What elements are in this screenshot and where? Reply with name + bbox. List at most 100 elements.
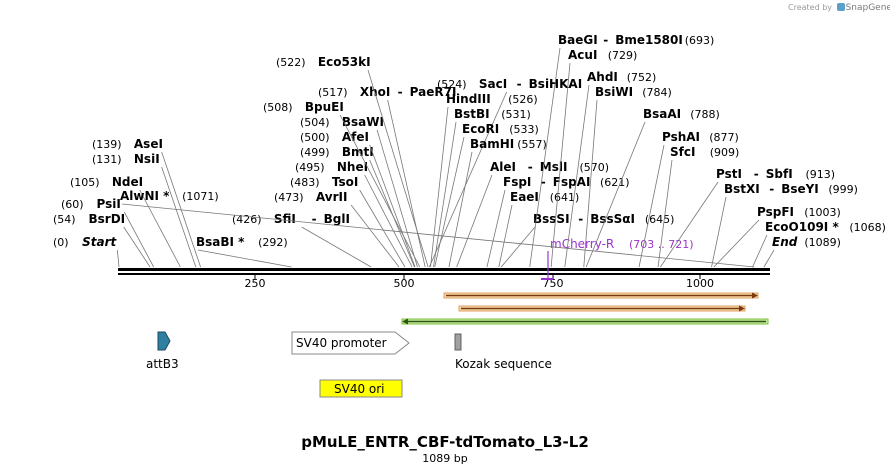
- site-pshai[interactable]: PshAI(877): [638, 130, 739, 268]
- site-position: (913): [806, 168, 836, 181]
- site-baegi[interactable]: BaeGI-Bme1580I(693): [529, 33, 715, 268]
- site-bsssi[interactable]: BssSI-BssSαI(645): [500, 212, 674, 268]
- site-bamhi[interactable]: BamHI(557): [448, 137, 547, 268]
- site-bpuei[interactable]: (508)BpuEI: [263, 100, 421, 268]
- site-bstbi[interactable]: BstBI(531): [433, 107, 531, 268]
- site-sfii[interactable]: (426)SfiI-BglI: [232, 212, 372, 268]
- site-nhei[interactable]: (495)NheI: [295, 160, 413, 268]
- feature-attB3[interactable]: attB3: [146, 331, 179, 371]
- primer-name: mCherry-R: [550, 237, 614, 251]
- site-bsawi[interactable]: (504)BsaWI: [300, 115, 418, 268]
- site-hindiii[interactable]: HindIII(526): [430, 92, 538, 268]
- endpoint-position: (1089): [804, 236, 841, 249]
- site-name-2: BglI: [324, 212, 350, 226]
- site-name: TsoI: [332, 175, 358, 189]
- site-name-2: BssSαI: [590, 212, 635, 226]
- site-separator: -: [517, 77, 522, 91]
- site-alwni[interactable]: AlwNI *(1071): [120, 189, 755, 268]
- site-leader-line: [430, 106, 449, 268]
- site-leader-line: [456, 174, 493, 268]
- endpoint-position: (0): [53, 236, 69, 249]
- site-leader-line: [529, 47, 561, 268]
- site-acui[interactable]: AcuI(729): [550, 48, 637, 268]
- site-name: NdeI: [112, 175, 143, 189]
- site-fspi[interactable]: FspI-FspAI(621): [486, 175, 630, 268]
- site-bstxi[interactable]: BstXI-BseYI(999): [711, 182, 858, 268]
- site-bsabi[interactable]: BsaBI *(292): [196, 235, 292, 268]
- site-position: (473): [274, 191, 304, 204]
- restriction-sites: (54)BsrDI(60)PsiI(105)NdeI(131)NsiI(139)…: [53, 33, 886, 268]
- endpoint-leader-line: [763, 249, 775, 268]
- site-name: BstBI: [454, 107, 490, 121]
- site-ecoo109i[interactable]: EcoO109I *(1068): [752, 220, 886, 268]
- site-separator: -: [769, 182, 774, 196]
- site-separator: -: [754, 167, 759, 181]
- site-xhoi[interactable]: (517)XhoI-PaeR7I: [318, 85, 456, 268]
- site-name: BsaAI: [643, 107, 681, 121]
- site-leader-line: [657, 159, 673, 268]
- site-position: (1071): [182, 190, 219, 203]
- site-leader-line: [713, 219, 760, 268]
- site-afei[interactable]: (500)AfeI: [300, 130, 416, 268]
- orf-arrow-right-2[interactable]: [458, 305, 746, 312]
- site-leader-line: [500, 226, 536, 268]
- orf-arrow-right-1[interactable]: [443, 292, 759, 299]
- site-name: PspFI: [757, 205, 794, 219]
- site-name: FspI: [503, 175, 531, 189]
- site-pspfi[interactable]: PspFI(1003): [713, 205, 841, 268]
- site-bsrdi[interactable]: (54)BsrDI: [53, 212, 151, 268]
- site-saci[interactable]: (524)SacI-BsiHKAI: [428, 77, 582, 268]
- site-leader-line: [585, 121, 646, 268]
- snapgene-credit: Created by SnapGene: [788, 3, 890, 13]
- site-tsoi[interactable]: (483)TsoI: [290, 175, 406, 268]
- site-position: (557): [517, 138, 547, 151]
- site-eco53ki[interactable]: (522)Eco53kI: [276, 55, 429, 268]
- feature-kozak-sequence[interactable]: Kozak sequence: [454, 333, 552, 371]
- site-eaei[interactable]: EaeI(641): [498, 190, 580, 268]
- site-position: (524): [437, 78, 467, 91]
- site-bmti[interactable]: (499)BmtI: [300, 145, 415, 268]
- site-leader-line: [550, 62, 571, 268]
- site-position: (752): [627, 71, 657, 84]
- feature-sv40-ori[interactable]: SV40 ori: [319, 379, 403, 398]
- site-psti[interactable]: PstI-SbfI(913): [660, 167, 836, 268]
- site-separator: -: [312, 212, 317, 226]
- site-leader-line: [387, 99, 426, 268]
- site-leader-line: [376, 129, 418, 268]
- endpoint-leader-line: [116, 249, 120, 268]
- ruler: 250 500 750 1000: [245, 275, 714, 290]
- site-bsiwi[interactable]: BsiWI(784): [583, 85, 672, 268]
- site-leader-line: [369, 144, 416, 268]
- site-position: (495): [295, 161, 325, 174]
- site-position: (499): [300, 146, 330, 159]
- site-bsaai[interactable]: BsaAI(788): [585, 107, 720, 268]
- site-psii[interactable]: (60)PsiI: [61, 197, 154, 268]
- site-leader-line: [359, 189, 406, 268]
- site-position: (60): [61, 198, 84, 211]
- site-position: (500): [300, 131, 330, 144]
- site-nsii[interactable]: (131)NsiI: [92, 152, 197, 268]
- site-name: BamHI: [470, 137, 514, 151]
- sequence-backbone-top: [118, 268, 770, 271]
- site-name: BsaBI *: [196, 235, 245, 249]
- site-position: (105): [70, 176, 100, 189]
- site-position: (526): [508, 93, 538, 106]
- site-leader-line: [711, 196, 727, 268]
- site-position: (999): [828, 183, 858, 196]
- site-name-2: FspAI: [553, 175, 591, 189]
- endpoint-name: End: [772, 235, 798, 249]
- site-leader-line: [197, 249, 292, 268]
- site-name: PstI: [716, 167, 742, 181]
- site-avrii[interactable]: (473)AvrII: [274, 190, 400, 268]
- site-leader-line: [339, 114, 421, 268]
- feature-sv40-promoter[interactable]: SV40 promoter: [291, 331, 410, 355]
- site-leader-line: [433, 121, 457, 268]
- site-ecori[interactable]: EcoRI(533): [434, 122, 539, 268]
- site-ndei[interactable]: (105) NdeI: [70, 175, 181, 268]
- site-name: AhdI: [587, 70, 618, 84]
- site-sfci[interactable]: SfcI(909): [657, 145, 739, 268]
- orf-arrow-left[interactable]: [401, 318, 769, 325]
- site-ahdi[interactable]: AhdI (752): [564, 70, 657, 268]
- site-separator: -: [541, 175, 546, 189]
